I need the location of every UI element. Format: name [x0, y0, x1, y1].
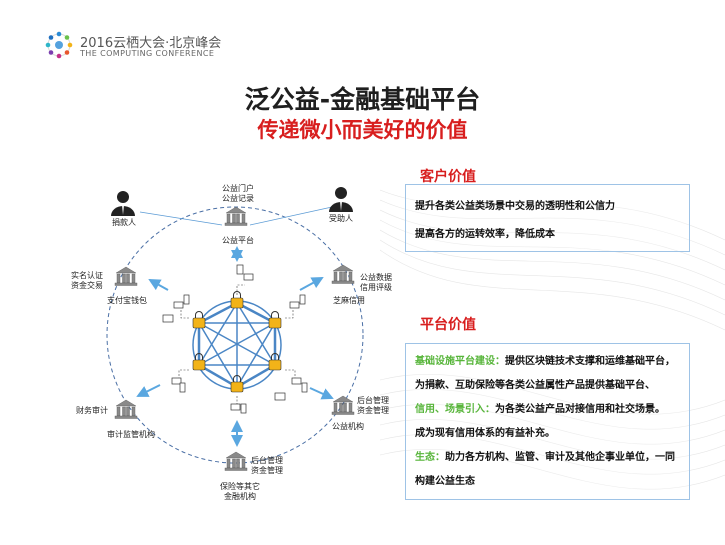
computer-icon	[162, 264, 308, 414]
lock-icon	[192, 291, 282, 393]
page-subtitle: 传递微小而美好的价值	[257, 118, 468, 142]
charity-org-label: 公益机构	[332, 422, 364, 431]
backend-bottom-label: 后台管理	[251, 456, 283, 465]
platform-value-line-1: 基础设施平台建设：提供区块链技术支撑和运维基础平台，	[415, 356, 675, 367]
sesame-credit-label: 芝麻信用	[333, 296, 365, 305]
recipient-label: 受助人	[329, 214, 353, 223]
sesame-data-label: 公益数据	[360, 273, 392, 282]
platform-value-heading: 平台价值	[420, 317, 476, 333]
background-wave-pattern	[380, 189, 725, 490]
conference-name-en: THE COMPUTING CONFERENCE	[80, 49, 215, 58]
realname-label: 实名认证	[71, 271, 103, 280]
platform-value-line-4: 成为现有信用体系的有益补充。	[415, 428, 555, 439]
fund-mgmt-right-label: 资金管理	[357, 406, 389, 415]
customer-value-heading: 客户价值	[420, 169, 476, 185]
platform-label: 公益平台	[222, 236, 254, 245]
record-label: 公益记录	[222, 194, 254, 203]
customer-value-line-2: 提高各方的运转效率，降低成本	[415, 229, 555, 240]
insurance-label: 保险等其它	[220, 482, 260, 491]
building-icon	[114, 206, 355, 471]
conference-name: 2016云栖大会·北京峰会	[80, 36, 222, 51]
platform-value-box: 基础设施平台建设：提供区块链技术支撑和运维基础平台， 为捐款、互助保险等各类公益…	[405, 343, 690, 500]
diagram-graphics	[106, 187, 364, 471]
page-title: 泛公益-金融基础平台	[244, 85, 481, 114]
portal-label: 公益门户	[222, 184, 254, 193]
fund-mgmt-bottom-label: 资金管理	[251, 466, 283, 475]
fund-trade-label: 资金交易	[71, 281, 103, 290]
platform-value-line-3: 信用、场景引入：为各类公益产品对接信用和社交场景。	[415, 404, 665, 415]
credit-rating-label: 信用评级	[360, 283, 392, 292]
platform-value-line-5: 生态：助力各方机构、监管、审计及其他企事业单位，一同	[415, 452, 675, 463]
audit-org-label: 审计监管机构	[107, 430, 155, 439]
backend-right-label: 后台管理	[357, 396, 389, 405]
donor-person-icon	[111, 191, 135, 216]
platform-value-line-6: 构建公益生态	[415, 476, 475, 487]
blockchain-diagram: 捐款人 受助人 公益门户 公益记录 公益平台 公益数据 信用评级 芝麻信用 实名…	[0, 160, 400, 545]
conference-logo-icon	[45, 31, 73, 59]
alipay-label: 支付宝钱包	[107, 296, 147, 305]
platform-value-line-2: 为捐款、互助保险等各类公益属性产品提供基础平台、	[415, 380, 655, 391]
conference-logo: 2016云栖大会·北京峰会 THE COMPUTING CONFERENCE	[44, 30, 234, 62]
customer-value-line-1: 提升各类公益类场景中交易的透明性和公信力	[415, 201, 615, 212]
recipient-person-icon	[329, 187, 353, 212]
financial-institution-label: 金融机构	[224, 492, 256, 501]
donor-label: 捐款人	[112, 218, 136, 227]
finance-audit-label: 财务审计	[76, 406, 108, 415]
customer-value-box: 提升各类公益类场景中交易的透明性和公信力 提高各方的运转效率，降低成本	[405, 184, 690, 252]
